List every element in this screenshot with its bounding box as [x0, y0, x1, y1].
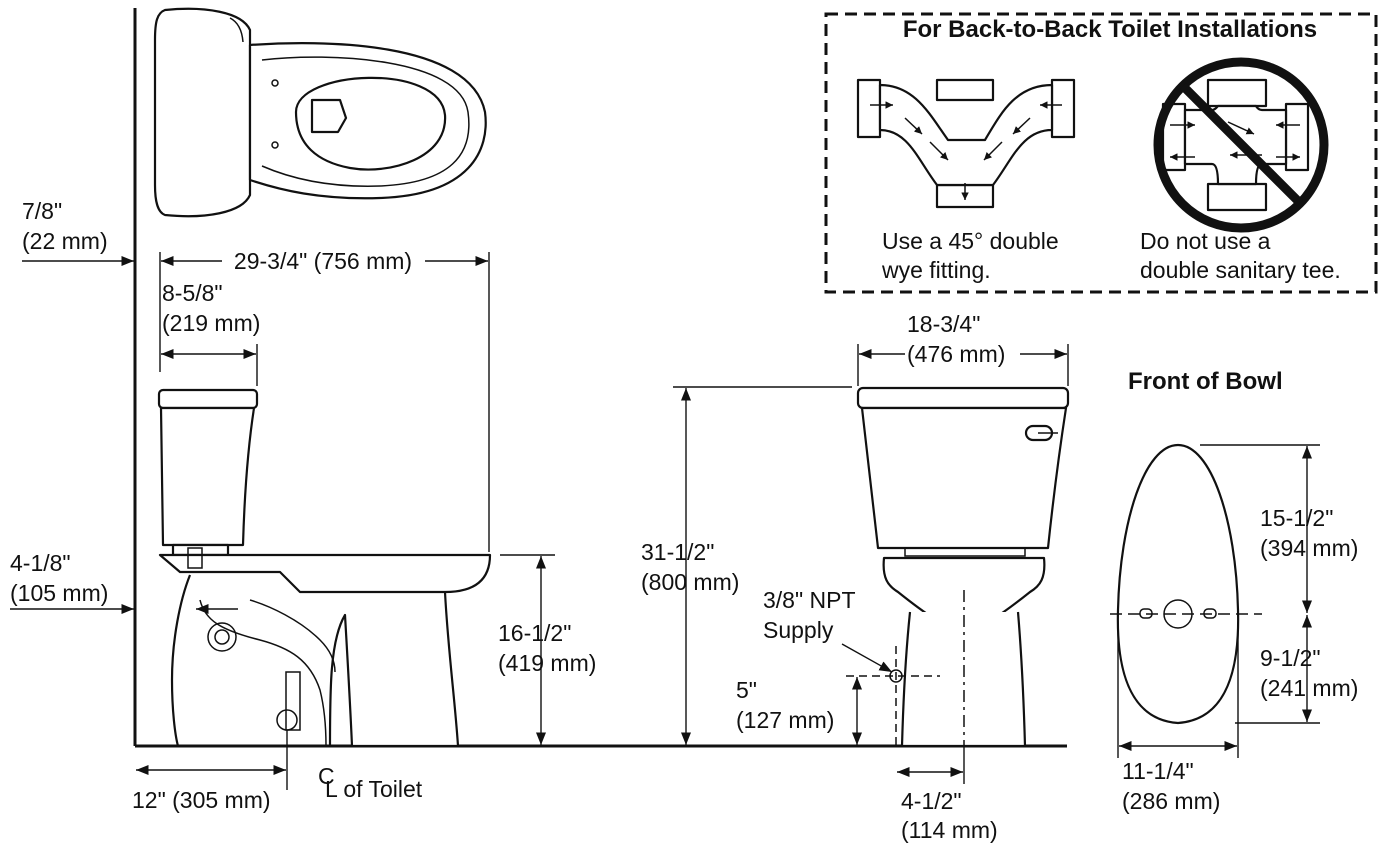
dim-overall-height: 31-1/2" (800 mm)	[641, 386, 852, 745]
dim-label: (105 mm)	[10, 580, 108, 606]
dim-label: (476 mm)	[907, 341, 1005, 367]
top-view-toilet	[153, 7, 487, 218]
prohibition-icon	[1153, 57, 1329, 233]
arrow-icon	[870, 101, 1062, 200]
dim-supply-lateral: 4-1/2" (114 mm)	[897, 746, 998, 843]
sanitary-tee-illustration	[1153, 57, 1329, 233]
dim-label: (286 mm)	[1122, 788, 1220, 814]
dim-supply-offset: 4-1/8" (105 mm)	[10, 550, 238, 615]
dim-label: 31-1/2"	[641, 539, 714, 565]
dim-overall-depth: 29-3/4" (756 mm)	[159, 248, 490, 552]
dim-label: 16-1/2"	[498, 620, 571, 646]
supply-label: 3/8" NPT	[763, 587, 856, 613]
side-view-toilet	[157, 388, 492, 748]
dim-label: 11-1/4"	[1122, 758, 1194, 784]
supply-callout: 3/8" NPT Supply	[763, 587, 893, 673]
dim-bowl-front: 15-1/2" (394 mm)	[1200, 444, 1358, 613]
dim-label: 8-5/8"	[162, 280, 223, 306]
dim-rough-in: 12" (305 mm) C L of Toilet	[132, 730, 423, 813]
dim-label: (114 mm)	[901, 817, 998, 843]
dim-label: (419 mm)	[498, 650, 596, 676]
dim-label: 9-1/2"	[1260, 645, 1321, 671]
centerline-symbol: C	[318, 763, 335, 789]
dim-label: 18-3/4"	[907, 311, 980, 337]
bowl-outline	[1110, 443, 1262, 725]
dim-tank-width: 18-3/4" (476 mm)	[857, 311, 1069, 386]
dim-label: 7/8"	[22, 198, 62, 224]
dim-label: (127 mm)	[736, 707, 834, 733]
supply-label: Supply	[763, 617, 834, 643]
tee-caption-line1: Do not use a	[1140, 228, 1271, 254]
dim-label: 29-3/4" (756 mm)	[234, 248, 412, 274]
dim-label: 4-1/2"	[901, 788, 962, 814]
dim-label: (800 mm)	[641, 569, 739, 595]
dim-bowl-width: 11-1/4" (286 mm)	[1117, 630, 1239, 814]
dim-label: (219 mm)	[162, 310, 260, 336]
wye-fitting-illustration	[856, 78, 1076, 209]
front-view-toilet	[846, 386, 1070, 748]
dim-supply-height: 5" (127 mm)	[736, 677, 863, 745]
wye-caption-line1: Use a 45° double	[882, 228, 1059, 254]
dim-label: 15-1/2"	[1260, 505, 1333, 531]
dim-bowl-rear: 9-1/2" (241 mm)	[1235, 615, 1358, 724]
dim-label: 4-1/8"	[10, 550, 71, 576]
dim-label: 5"	[736, 677, 757, 703]
dim-label: (394 mm)	[1260, 535, 1358, 561]
front-of-bowl-title: Front of Bowl	[1128, 368, 1283, 395]
back-to-back-inset: For Back-to-Back Toilet Installations Us…	[824, 12, 1378, 294]
centerline-label: L of Toilet	[325, 776, 423, 802]
dim-wall-offset: 7/8" (22 mm)	[22, 198, 134, 267]
wye-caption-line2: wye fitting.	[881, 257, 991, 283]
tee-caption-line2: double sanitary tee.	[1140, 257, 1341, 283]
dim-label: (241 mm)	[1260, 675, 1358, 701]
dim-rim-height: 16-1/2" (419 mm)	[498, 554, 596, 745]
dim-label: (22 mm)	[22, 228, 108, 254]
dim-tank-depth: 8-5/8" (219 mm)	[161, 280, 260, 386]
dim-label: 12" (305 mm)	[132, 787, 271, 813]
inset-title: For Back-to-Back Toilet Installations	[903, 16, 1317, 43]
